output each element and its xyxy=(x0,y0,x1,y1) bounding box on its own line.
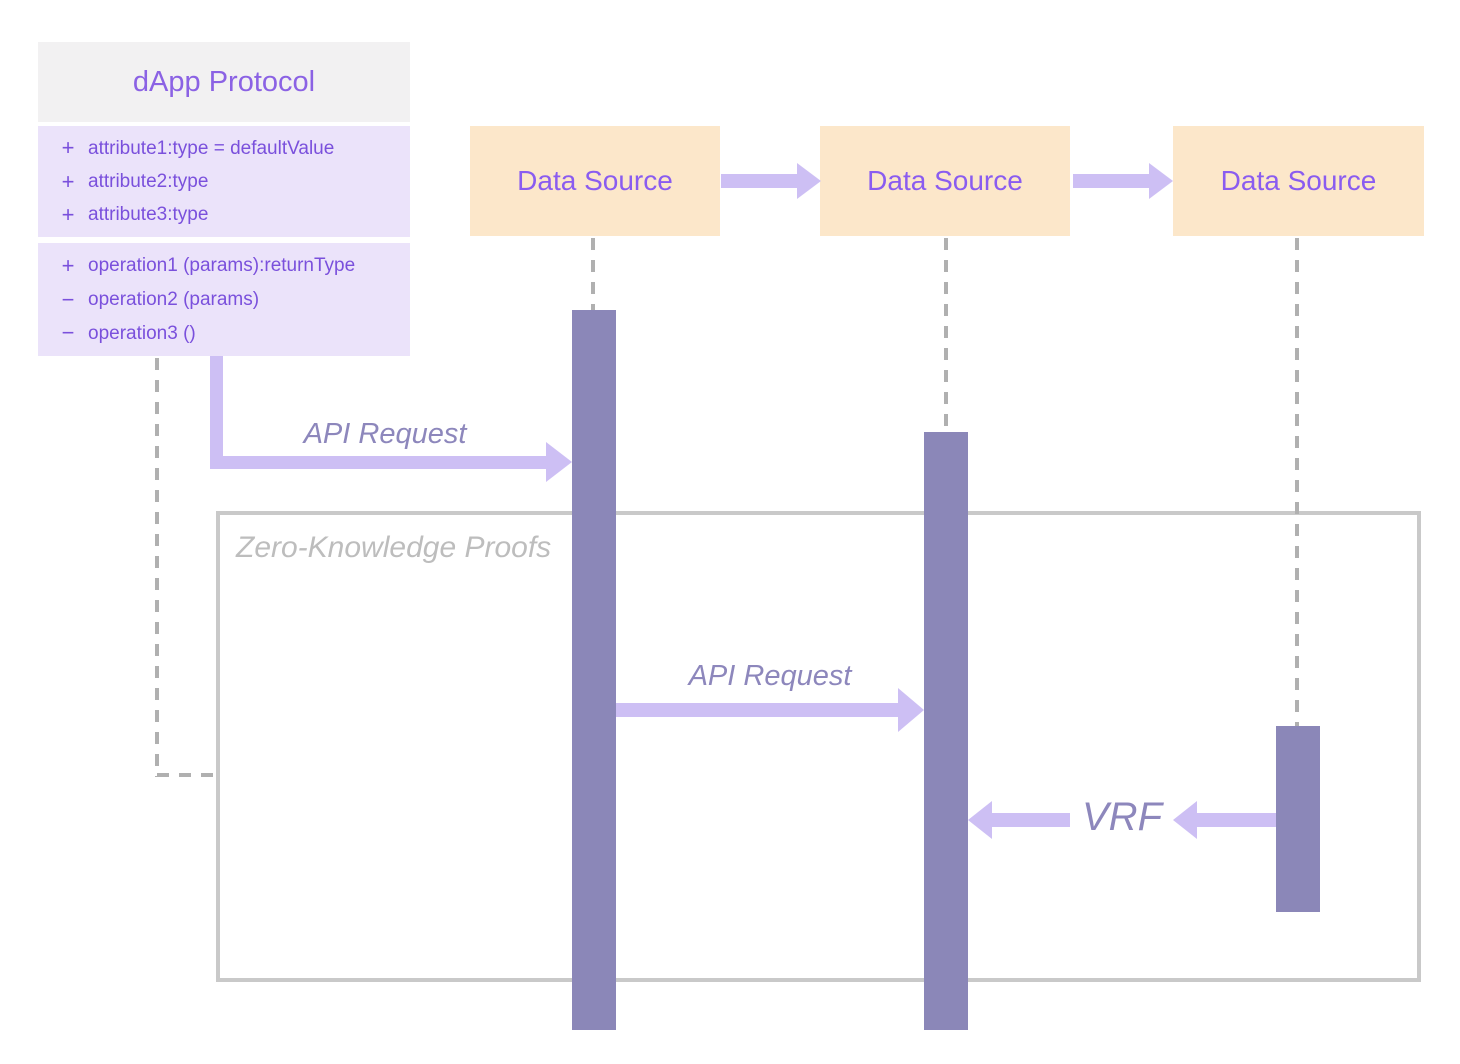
visibility-minus-icon: − xyxy=(61,320,75,346)
attribute-row: + attribute3:type xyxy=(38,201,410,227)
vrf-arrow-from-data-source-3 xyxy=(1197,813,1276,827)
activation-bar-data-source-3 xyxy=(1276,726,1320,912)
lifeline-dapp-protocol-elbow xyxy=(157,773,217,777)
visibility-plus-icon: + xyxy=(61,252,75,278)
visibility-plus-icon: + xyxy=(61,135,75,161)
data-source-node-2: Data Source xyxy=(820,126,1070,236)
arrowhead-right-icon xyxy=(898,688,924,732)
data-source-label: Data Source xyxy=(867,165,1023,196)
operation-label: operation1 (params):returnType xyxy=(88,255,356,277)
data-source-label: Data Source xyxy=(1220,165,1377,196)
api-request-1-connector-horizontal xyxy=(210,456,546,469)
visibility-minus-icon: − xyxy=(61,286,75,312)
lifeline-data-source-1 xyxy=(591,238,595,310)
class-box-attributes-section: + attribute1:type = defaultValue + attri… xyxy=(38,126,410,237)
activation-bar-data-source-2 xyxy=(924,432,968,1030)
api-request-1-label: API Request xyxy=(303,418,467,450)
attribute-row: + attribute2:type xyxy=(38,168,410,194)
attribute-label: attribute3:type xyxy=(88,204,209,226)
zero-knowledge-frame-label: Zero-Knowledge Proofs xyxy=(236,531,552,564)
operation-label: operation2 (params) xyxy=(88,289,260,310)
api-request-1-connector-vertical xyxy=(210,356,223,468)
lifeline-data-source-2 xyxy=(944,238,948,432)
arrow-node2-to-node3 xyxy=(1073,174,1149,188)
lifeline-data-source-3 xyxy=(1295,238,1299,726)
activation-bar-data-source-1 xyxy=(572,310,616,1030)
arrowhead-right-icon xyxy=(546,442,572,482)
operation-row: + operation1 (params):returnType xyxy=(38,252,410,278)
arrow-node1-to-node2 xyxy=(721,174,797,188)
vrf-arrow-into-data-source-2 xyxy=(992,813,1070,827)
lifeline-dapp-protocol xyxy=(155,358,159,777)
arrowhead-right-icon xyxy=(797,163,821,199)
attribute-row: + attribute1:type = defaultValue xyxy=(38,137,410,159)
attribute-label: attribute1:type = defaultValue xyxy=(88,137,335,159)
data-source-node-3: Data Source xyxy=(1173,126,1424,236)
visibility-plus-icon: + xyxy=(61,201,75,227)
vrf-label: VRF xyxy=(1082,795,1162,839)
arrowhead-left-icon xyxy=(968,801,992,839)
data-source-node-1: Data Source xyxy=(470,126,720,236)
operation-label: operation3 () xyxy=(88,322,196,344)
data-source-label: Data Source xyxy=(517,165,673,196)
zero-knowledge-frame xyxy=(216,511,1421,982)
operation-row: − operation3 () xyxy=(38,322,410,344)
class-box-operations-section: + operation1 (params):returnType − opera… xyxy=(38,243,410,356)
class-box-header: dApp Protocol xyxy=(38,42,410,122)
attribute-label: attribute2:type xyxy=(88,171,209,192)
arrowhead-left-icon xyxy=(1173,801,1197,839)
api-request-2-label: API Request xyxy=(688,660,852,692)
visibility-plus-icon: + xyxy=(61,168,75,194)
class-box-title: dApp Protocol xyxy=(132,65,316,98)
operation-row: − operation2 (params) xyxy=(38,286,410,312)
arrowhead-right-icon xyxy=(1149,163,1173,199)
api-request-2-arrow xyxy=(616,703,898,717)
